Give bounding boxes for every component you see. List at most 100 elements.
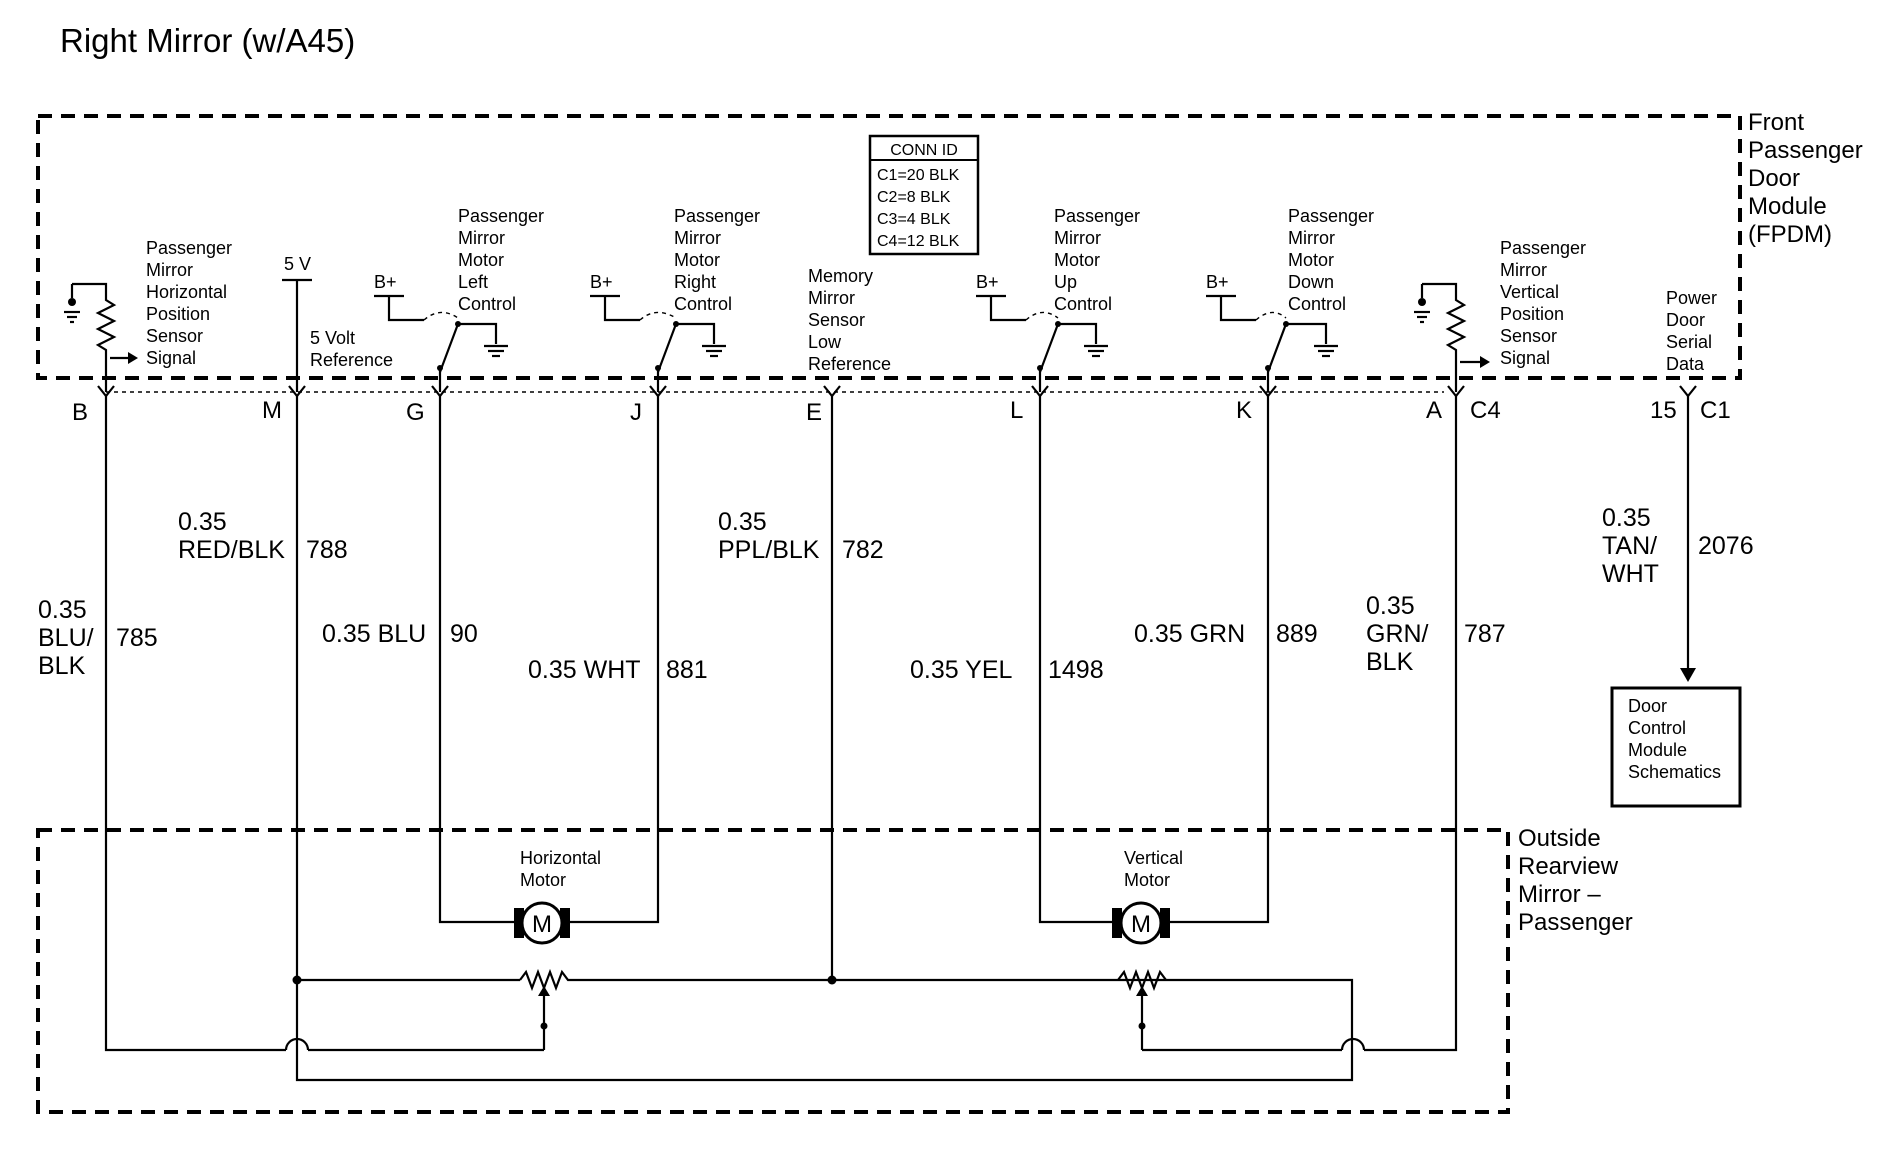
svg-text:Passenger: Passenger — [674, 206, 760, 226]
door-control-module-reference[interactable]: Door Control Module Schematics — [1610, 686, 1742, 808]
wire-label-889: 0.35 GRN 889 — [1134, 620, 1318, 648]
svg-text:0.35 GRN: 0.35 GRN — [1134, 620, 1245, 648]
horizontal-motor: M — [514, 901, 570, 945]
svg-text:M: M — [532, 911, 552, 938]
svg-text:BLU/: BLU/ — [38, 624, 94, 652]
svg-text:Door: Door — [1666, 310, 1705, 330]
svg-text:B+: B+ — [1206, 272, 1229, 292]
wire-label-785: 0.35 BLU/ BLK 785 — [38, 596, 158, 680]
up-control-switch: B+ — [976, 272, 1108, 392]
svg-text:Mirror: Mirror — [1054, 228, 1101, 248]
svg-text:Reference: Reference — [310, 350, 393, 370]
svg-text:90: 90 — [450, 620, 478, 648]
svg-text:788: 788 — [306, 536, 348, 564]
svg-text:Left: Left — [458, 272, 488, 292]
svg-text:881: 881 — [666, 656, 708, 684]
five-volt-source: 5 V — [282, 254, 312, 392]
svg-text:Passenger: Passenger — [458, 206, 544, 226]
svg-text:0.35: 0.35 — [1602, 504, 1651, 532]
svg-text:Control: Control — [1054, 294, 1112, 314]
conn-id-row: C4=12 BLK — [877, 233, 960, 250]
up-control-label: Passenger Mirror Motor Up Control — [1054, 206, 1140, 314]
wire-788 — [295, 396, 1354, 1082]
svg-text:0.35: 0.35 — [718, 508, 767, 536]
conn-id-row: C3=4 BLK — [877, 211, 951, 228]
pin-label: J — [630, 399, 642, 426]
svg-text:Up: Up — [1054, 272, 1077, 292]
svg-text:Front: Front — [1748, 109, 1804, 136]
svg-text:Passenger: Passenger — [1288, 206, 1374, 226]
horizontal-sensor-label: Passenger Mirror Horizontal Position Sen… — [146, 238, 232, 368]
svg-text:Door: Door — [1628, 696, 1667, 716]
svg-text:Rearview: Rearview — [1518, 853, 1619, 880]
svg-text:Power: Power — [1666, 288, 1717, 308]
pin-label: L — [1010, 397, 1023, 424]
svg-text:0.35 YEL: 0.35 YEL — [910, 656, 1013, 684]
svg-text:Sensor: Sensor — [1500, 326, 1557, 346]
left-control-label: Passenger Mirror Motor Left Control — [458, 206, 544, 314]
svg-text:Signal: Signal — [146, 348, 196, 368]
svg-text:Mirror: Mirror — [1288, 228, 1335, 248]
svg-text:0.35: 0.35 — [38, 596, 87, 624]
svg-text:Position: Position — [1500, 304, 1564, 324]
wire-label-787: 0.35 GRN/ BLK 787 — [1366, 592, 1506, 676]
svg-text:Vertical: Vertical — [1500, 282, 1559, 302]
conn-id-row: C2=8 BLK — [877, 189, 951, 206]
wire-2076 — [1680, 396, 1696, 682]
five-volt-reference-label: 5 Volt Reference — [310, 328, 393, 370]
wire-label-881: 0.35 WHT 881 — [528, 656, 708, 684]
svg-text:785: 785 — [116, 624, 158, 652]
wire-label-90: 0.35 BLU 90 — [322, 620, 478, 648]
wire-label-2076: 0.35 TAN/ WHT 2076 — [1602, 504, 1754, 588]
horizontal-potentiometer — [519, 968, 832, 1050]
svg-text:Schematics: Schematics — [1628, 762, 1721, 782]
svg-text:Passenger: Passenger — [1748, 137, 1863, 164]
svg-text:0.35: 0.35 — [1366, 592, 1415, 620]
wire-881 — [570, 396, 660, 924]
svg-text:Motor: Motor — [458, 250, 504, 270]
svg-text:RED/BLK: RED/BLK — [178, 536, 285, 564]
svg-text:Motor: Motor — [1124, 870, 1170, 890]
wire-label-1498: 0.35 YEL 1498 — [910, 656, 1104, 684]
svg-text:Right: Right — [674, 272, 716, 292]
svg-text:Mirror: Mirror — [458, 228, 505, 248]
mirror-label: Outside Rearview Mirror – Passenger — [1518, 825, 1633, 936]
pin-label: M — [262, 397, 282, 424]
svg-text:Outside: Outside — [1518, 825, 1601, 852]
conn-id-box: CONN ID C1=20 BLK C2=8 BLK C3=4 BLK C4=1… — [868, 134, 980, 256]
svg-text:WHT: WHT — [1602, 560, 1659, 588]
svg-text:B+: B+ — [374, 272, 397, 292]
svg-text:Passenger: Passenger — [146, 238, 232, 258]
svg-text:Motor: Motor — [1288, 250, 1334, 270]
svg-text:Mirror: Mirror — [146, 260, 193, 280]
svg-text:Memory: Memory — [808, 266, 873, 286]
svg-text:Control: Control — [1628, 718, 1686, 738]
vertical-potentiometer — [1117, 968, 1167, 1050]
svg-text:0.35: 0.35 — [178, 508, 227, 536]
conn-id-header: CONN ID — [890, 142, 958, 159]
wire-90 — [438, 396, 514, 924]
right-control-label: Passenger Mirror Motor Right Control — [674, 206, 760, 314]
svg-text:Control: Control — [458, 294, 516, 314]
down-control-label: Passenger Mirror Motor Down Control — [1288, 206, 1374, 314]
svg-text:Position: Position — [146, 304, 210, 324]
svg-text:Motor: Motor — [520, 870, 566, 890]
svg-text:1498: 1498 — [1048, 656, 1104, 684]
wire-label-782: 0.35 PPL/BLK 782 — [718, 508, 884, 564]
svg-text:B+: B+ — [976, 272, 999, 292]
wire-782 — [830, 396, 1354, 1050]
serial-data-label: Power Door Serial Data — [1666, 288, 1717, 374]
svg-text:Motor: Motor — [674, 250, 720, 270]
page-title: Right Mirror (w/A45) — [60, 22, 355, 59]
svg-text:Signal: Signal — [1500, 348, 1550, 368]
svg-text:B+: B+ — [590, 272, 613, 292]
svg-text:Mirror: Mirror — [1500, 260, 1547, 280]
wire-785 — [104, 396, 544, 1052]
down-control-switch: B+ — [1206, 272, 1338, 392]
pin-label: K — [1236, 397, 1252, 424]
conn-id-row: C1=20 BLK — [877, 167, 960, 184]
svg-text:Sensor: Sensor — [808, 310, 865, 330]
svg-text:Mirror: Mirror — [674, 228, 721, 248]
svg-text:Passenger: Passenger — [1518, 909, 1633, 936]
pin-label: B — [72, 399, 88, 426]
